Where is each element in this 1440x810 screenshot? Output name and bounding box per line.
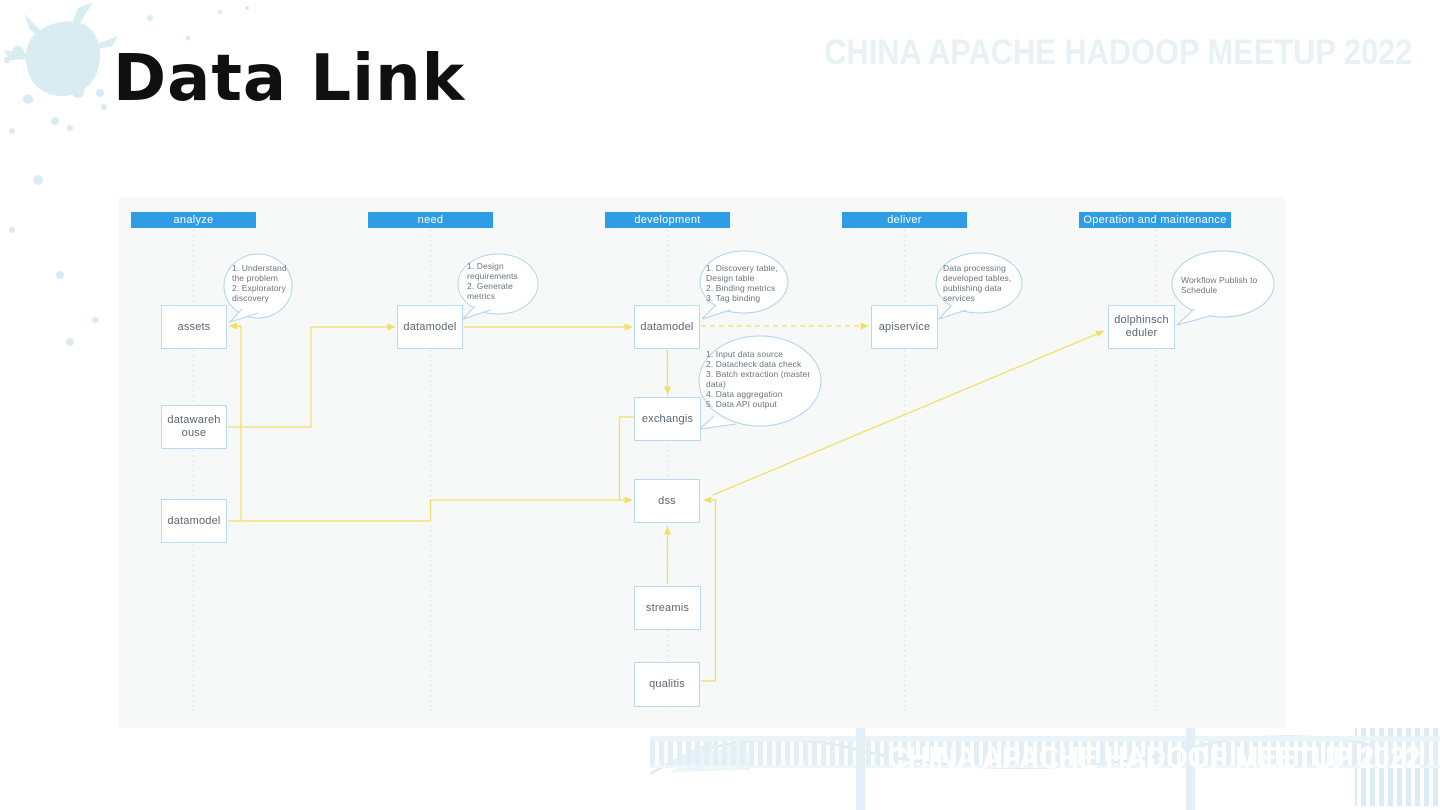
note-operation: Workflow Publish to Schedule (1181, 275, 1258, 295)
node-dss: dss (634, 479, 700, 523)
node-dolphinscheduler: dolphinscheduler (1108, 305, 1175, 349)
page-title: Data Link (113, 42, 466, 116)
note-deliver: Data processing developed tables, publis… (943, 263, 1012, 303)
bridge-decoration (650, 728, 1440, 810)
node-datamodel-dev: datamodel (634, 305, 700, 349)
node-qualitis: qualitis (634, 662, 700, 707)
phase-header-need: need (368, 212, 493, 228)
phase-header-analyze: analyze (131, 212, 256, 228)
node-exchangis: exchangis (634, 397, 701, 441)
phase-header-operation: Operation and maintenance (1079, 212, 1231, 228)
note-exchangis: 1. Input data source 2. Datacheck data c… (706, 349, 811, 409)
note-development: 1. Discovery table, Design table 2. Bind… (706, 263, 778, 303)
note-analyze: 1. Understand the problem 2. Exploratory… (232, 263, 287, 303)
watermark-bottom: CHINA APACHE HADOOP MEETUP 2022 (888, 740, 1421, 775)
diagram-panel (119, 197, 1285, 728)
paint-splatter-decoration (4, 2, 249, 346)
node-streamis: streamis (634, 586, 701, 630)
phase-header-development: development (605, 212, 730, 228)
watermark-top: CHINA APACHE HADOOP MEETUP 2022 (823, 33, 1412, 72)
node-datawarehouse: datawarehouse (161, 405, 227, 449)
phase-header-deliver: deliver (842, 212, 967, 228)
node-datamodel-need: datamodel (397, 305, 463, 349)
node-datamodel-analyze: datamodel (161, 499, 227, 543)
node-apiservice: apiservice (871, 305, 938, 349)
node-assets: assets (161, 305, 227, 349)
note-need: 1. Design requirements 2. Generate metri… (467, 261, 518, 301)
